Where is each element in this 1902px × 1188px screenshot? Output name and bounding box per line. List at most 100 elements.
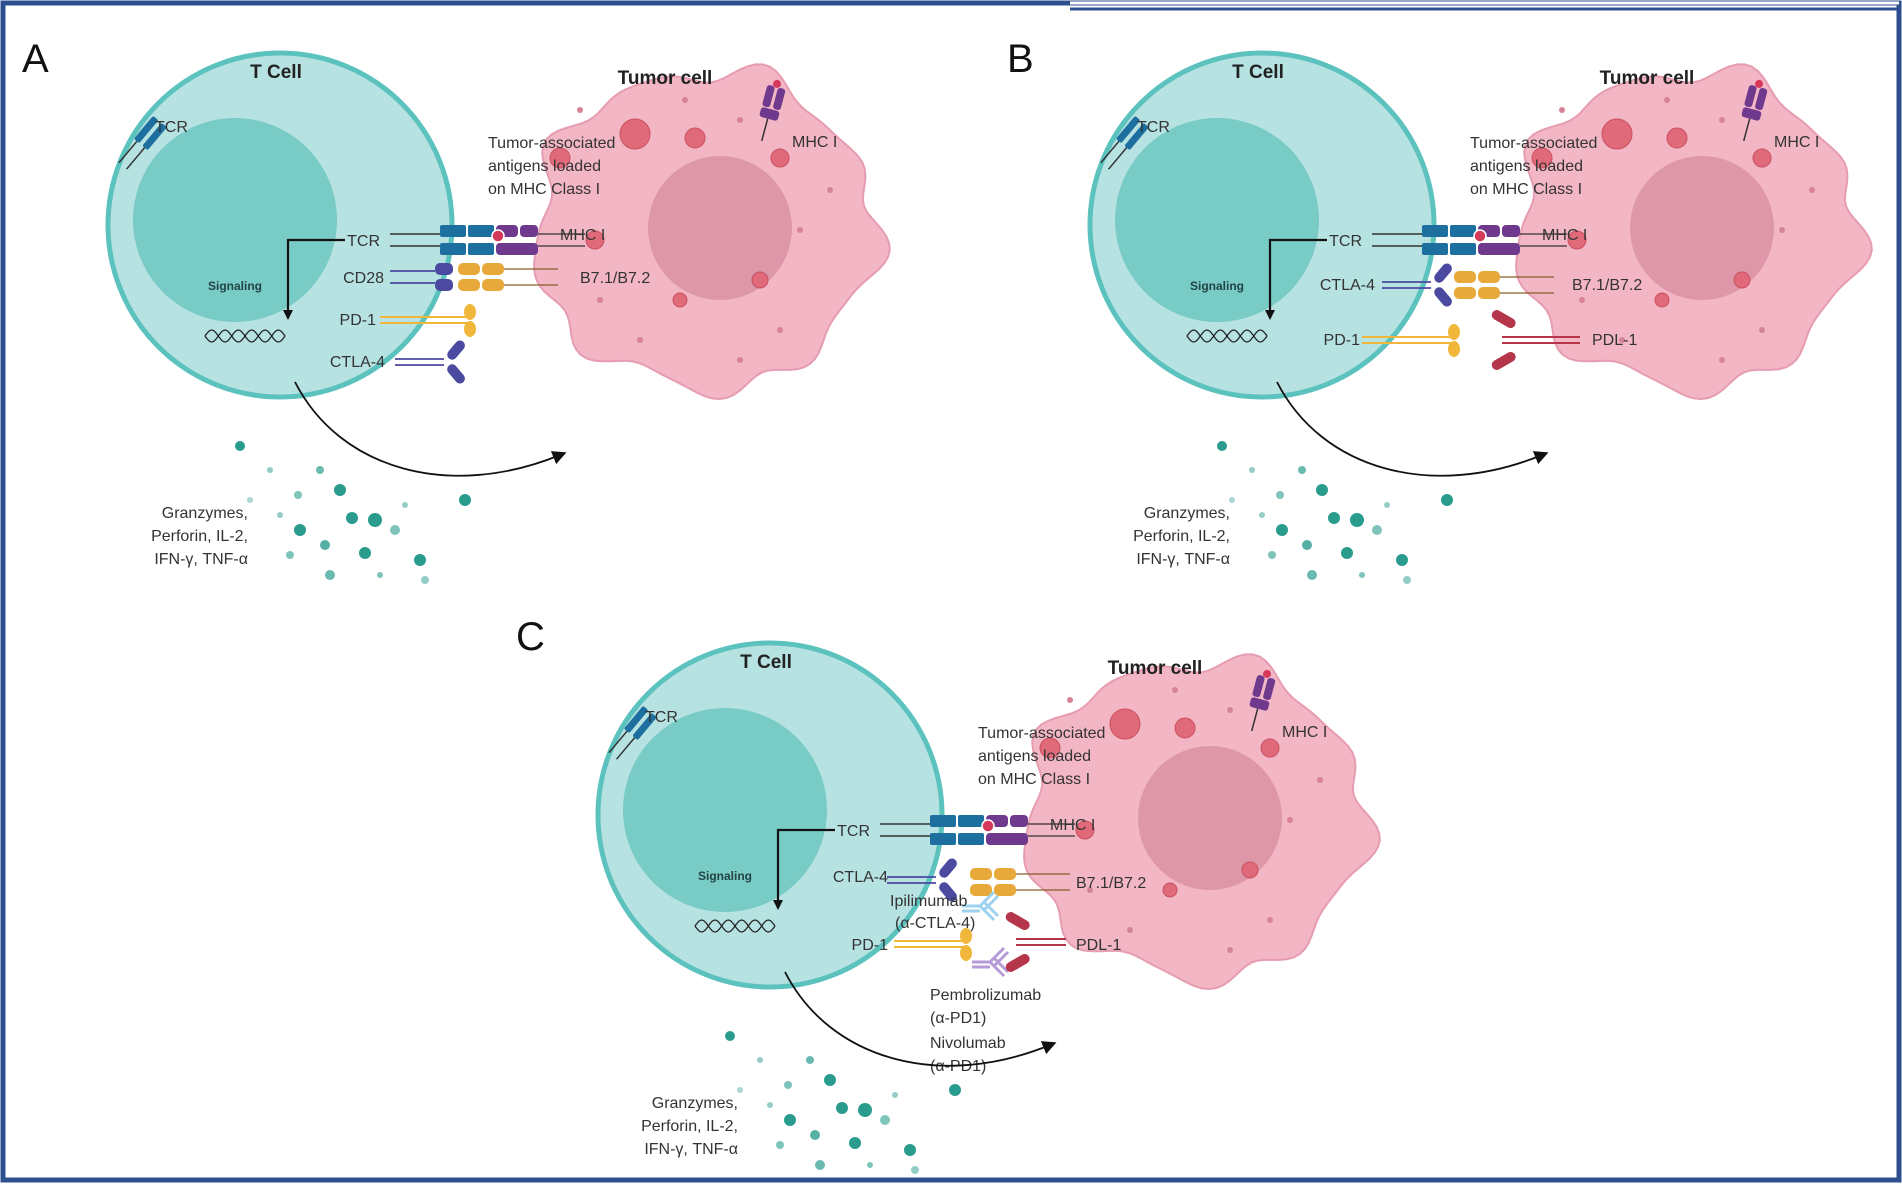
tcr-tail [118,140,138,164]
cytokine-granule [767,1102,773,1108]
cytokine-granule [1259,512,1265,518]
cytokine-granule [390,525,400,535]
cytokine-granule [1298,466,1306,474]
pdl1-arm [1491,310,1516,329]
antigen-note-line: antigens loaded [488,158,601,175]
mhc-domain [1741,107,1762,121]
tumor-speck [1559,107,1565,113]
antigen-note-line: Tumor-associated [1470,135,1597,152]
mhc-domain [759,107,780,121]
tumor-speck [682,97,688,103]
cytokine-granule [725,1031,735,1041]
cytokine-granule [1441,494,1453,506]
tcr-tail [615,737,636,760]
tumor-vesicle [549,147,571,169]
surface-mhc-label: MHC I [792,134,837,151]
nivolumab-label: Nivolumab(α-PD1) [930,1035,1006,1075]
tcr-domain [1422,225,1448,237]
pembrolizumab-label: Pembrolizumab(α-PD1) [930,987,1041,1027]
surface-mhc-icon [1741,79,1768,142]
cytokine-granule [235,441,245,451]
cytokine-granule [359,547,371,559]
surface-mhc-label: MHC I [1774,134,1819,151]
ctla4-arm [447,340,465,360]
cytokine-line: IFN-γ, TNF-α [154,551,248,568]
tumor-speck [1227,947,1233,953]
ipilimumab-label: Ipilimumab(α-CTLA-4) [890,893,975,932]
mhc-label: MHC I [1542,227,1587,244]
tumor-vesicle [1109,708,1141,740]
t-cell-nucleus [133,118,337,322]
pd1-receptor [894,928,972,961]
ctla4-receptor [1382,263,1452,307]
cytokine-line: IFN-γ, TNF-α [644,1141,738,1158]
tumor-speck [1267,917,1273,923]
cytokine-granule [1396,554,1408,566]
pd1-label: PD-1 [852,937,889,954]
cytokine-granule [346,512,358,524]
b7-domain [1454,287,1476,299]
pd1-head [960,945,972,961]
cytokine-granule [320,540,330,550]
tumor-speck [1317,777,1323,783]
b7-label: B7.1/B7.2 [1572,277,1642,294]
tcr-chain-alpha [624,706,648,733]
mhc-tail [1742,118,1751,142]
tumor-speck [597,297,603,303]
tcr-chain-beta [143,123,167,150]
tumor-vesicle [1567,230,1587,250]
pdl1-arm [1005,912,1030,931]
tcr-chain-alpha [134,116,158,143]
tcr-tail [1107,147,1128,170]
tumor-speck [1719,117,1725,123]
tumor-cell-title: Tumor cell [1600,68,1695,89]
tcr-mhc-synapse [880,815,1075,845]
tumor-vesicle [1241,861,1259,879]
antigen-note-line: on MHC Class I [978,771,1090,788]
antigen-peptide [1262,669,1271,678]
tumor-vesicle [1666,127,1688,149]
pd1-head [464,321,476,337]
pdl1-arm [1491,351,1516,370]
tcr-label: TCR [1329,233,1362,250]
tcr-mhc-synapse [390,225,585,255]
dna-strand [1186,329,1268,343]
dna-strand [694,919,776,933]
mhc-domain [762,85,775,108]
tumor-speck [1619,337,1625,343]
mhc-domain [1502,225,1520,237]
panel-letter: C [516,615,545,659]
cytokine-granule [1217,441,1227,451]
dna-strand [204,329,286,343]
cytokine-granule [858,1103,872,1117]
cytokine-granule [334,484,346,496]
tumor-vesicle [1075,820,1095,840]
cytokine-granule [849,1137,861,1149]
cytokine-granule [776,1141,784,1149]
ipilimumab-name: Ipilimumab [890,893,967,910]
tumor-speck [777,327,783,333]
panel-letter: A [22,37,49,81]
antigen-note-line: Tumor-associated [978,725,1105,742]
ctla4-label: CTLA-4 [833,869,888,886]
cytokine-label: Granzymes,Perforin, IL-2,IFN-γ, TNF-α [151,505,248,568]
cytokine-granule [421,576,429,584]
cytokine-granule [1350,513,1364,527]
cytokine-granule [1372,525,1382,535]
mhc-domain [496,243,538,255]
cytokine-granule [1316,484,1328,496]
nivolumab-target: (α-PD1) [930,1058,986,1075]
cytokine-granule [1302,540,1312,550]
b7-domain [970,884,992,896]
antibody-arm [978,900,1000,922]
ctla4-receptor [395,340,465,384]
antigen-note-line: antigens loaded [978,748,1091,765]
cytokine-granule [277,512,283,518]
antigen-note-line: Tumor-associated [488,135,615,152]
pdl1-label: PDL-1 [1592,332,1637,349]
b7-label: B7.1/B7.2 [580,270,650,287]
ctla4-label: CTLA-4 [330,354,385,371]
